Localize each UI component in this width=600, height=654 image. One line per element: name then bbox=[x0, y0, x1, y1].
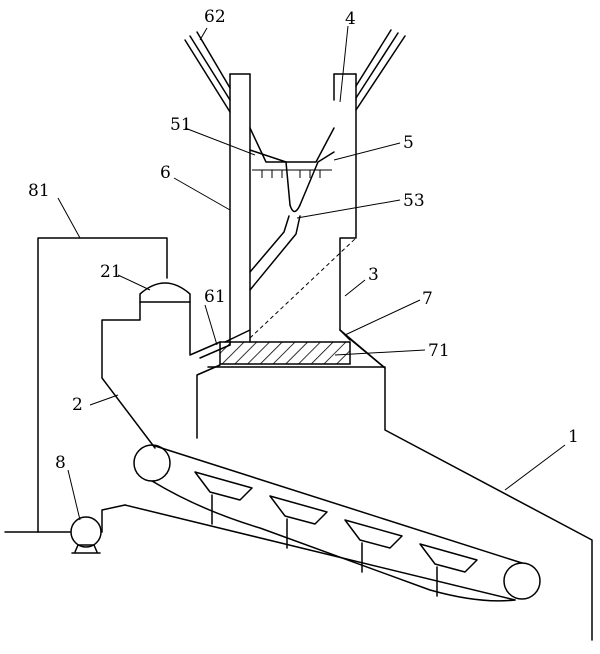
label-62: 62 bbox=[204, 7, 226, 27]
label-4: 4 bbox=[345, 9, 356, 29]
dome-separator-21 bbox=[139, 282, 191, 303]
fan-8 bbox=[70, 516, 102, 554]
label-53: 53 bbox=[403, 191, 425, 211]
reference-labels: 62 4 51 5 6 81 53 21 61 3 7 71 2 1 8 bbox=[28, 7, 579, 473]
feed-chutes-62 bbox=[184, 29, 406, 113]
head-pulley bbox=[133, 444, 171, 482]
hopper-5 bbox=[249, 127, 335, 213]
label-21: 21 bbox=[100, 262, 122, 282]
leader-lines bbox=[57, 25, 566, 521]
tray bbox=[344, 519, 403, 549]
funnel-7 bbox=[219, 329, 351, 365]
conveyor-trays bbox=[194, 471, 478, 597]
tray bbox=[419, 543, 478, 573]
tail-pulley bbox=[503, 562, 541, 600]
label-2: 2 bbox=[72, 395, 83, 415]
column-3 bbox=[333, 73, 357, 331]
tray bbox=[194, 471, 253, 501]
label-6: 6 bbox=[160, 163, 171, 183]
label-71: 71 bbox=[428, 341, 450, 361]
conveyor-belt bbox=[133, 444, 541, 602]
filter-71 bbox=[219, 341, 351, 365]
main-housing bbox=[196, 329, 593, 641]
label-61: 61 bbox=[204, 287, 226, 307]
dashed-line bbox=[249, 237, 357, 339]
label-3: 3 bbox=[368, 265, 379, 285]
label-5: 5 bbox=[403, 133, 414, 153]
return-pipe-81 bbox=[4, 237, 168, 533]
pipe-53 bbox=[249, 215, 301, 291]
label-81: 81 bbox=[28, 181, 50, 201]
column-6 bbox=[199, 73, 251, 359]
label-51: 51 bbox=[170, 115, 192, 135]
label-7: 7 bbox=[422, 289, 433, 309]
sieve-51 bbox=[252, 169, 332, 178]
tray bbox=[269, 495, 328, 525]
label-8: 8 bbox=[55, 453, 66, 473]
belt-casing bbox=[124, 504, 516, 601]
label-1: 1 bbox=[568, 427, 579, 447]
hood-2 bbox=[101, 301, 221, 449]
